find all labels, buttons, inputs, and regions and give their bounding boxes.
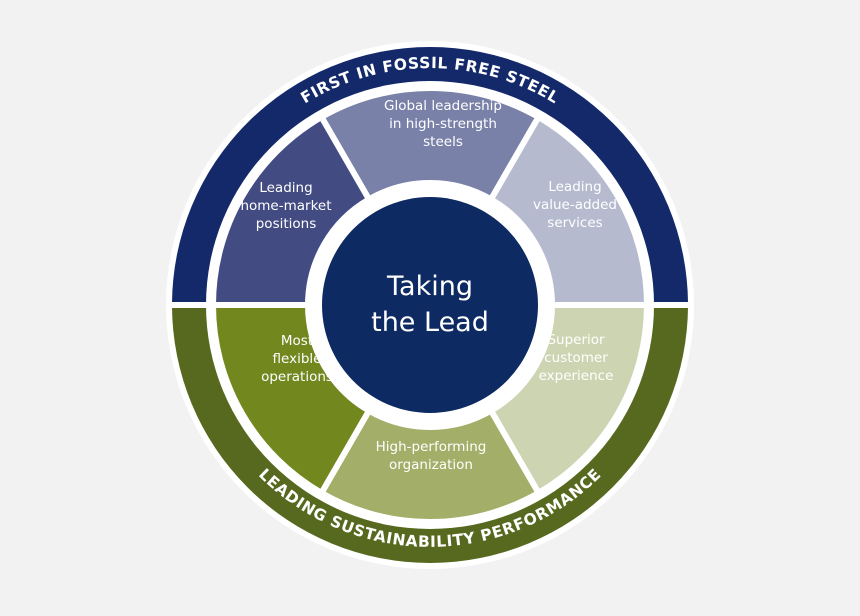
center-disc [322,197,538,413]
segment-5-label-line-1: Most [281,333,313,349]
segment-3-label-line-1: Superior [547,332,605,348]
segment-3-label-line-2: customer [544,350,608,366]
segment-4-label-line-1: High-performing [376,439,487,455]
segment-2-label-line-2: value-added [533,197,617,213]
segment-2 [486,112,651,308]
segment-4-label-line-2: organization [389,457,473,473]
segment-2-label-line-1: Leading [548,179,601,195]
segment-1-label-line-3: steels [423,134,463,150]
segment-3 [486,302,651,498]
segment-5-label-line-2: flexible [273,351,322,367]
segment-6-label-line-3: positions [256,216,317,232]
segment-6-label-line-2: home-market [240,198,331,214]
segment-1-label-line-2: in high-strength [389,116,497,132]
segment-1-label-line-1: Global leadership [384,98,502,114]
segment-5-label-line-3: operations [261,369,333,385]
segment-6 [209,112,374,308]
segment-3-label-line-3: experience [539,368,614,384]
center-label-line-1: Taking [386,271,473,302]
segment-5 [209,302,374,498]
segment-6-label-line-1: Leading [259,180,312,196]
segment-2-label-line-3: services [547,215,602,231]
segment-4 [317,406,543,525]
center-label-line-2: the Lead [371,307,489,338]
segments-layer: Global leadership in high-strength steelsL… [209,85,651,525]
segment-1 [317,85,543,204]
